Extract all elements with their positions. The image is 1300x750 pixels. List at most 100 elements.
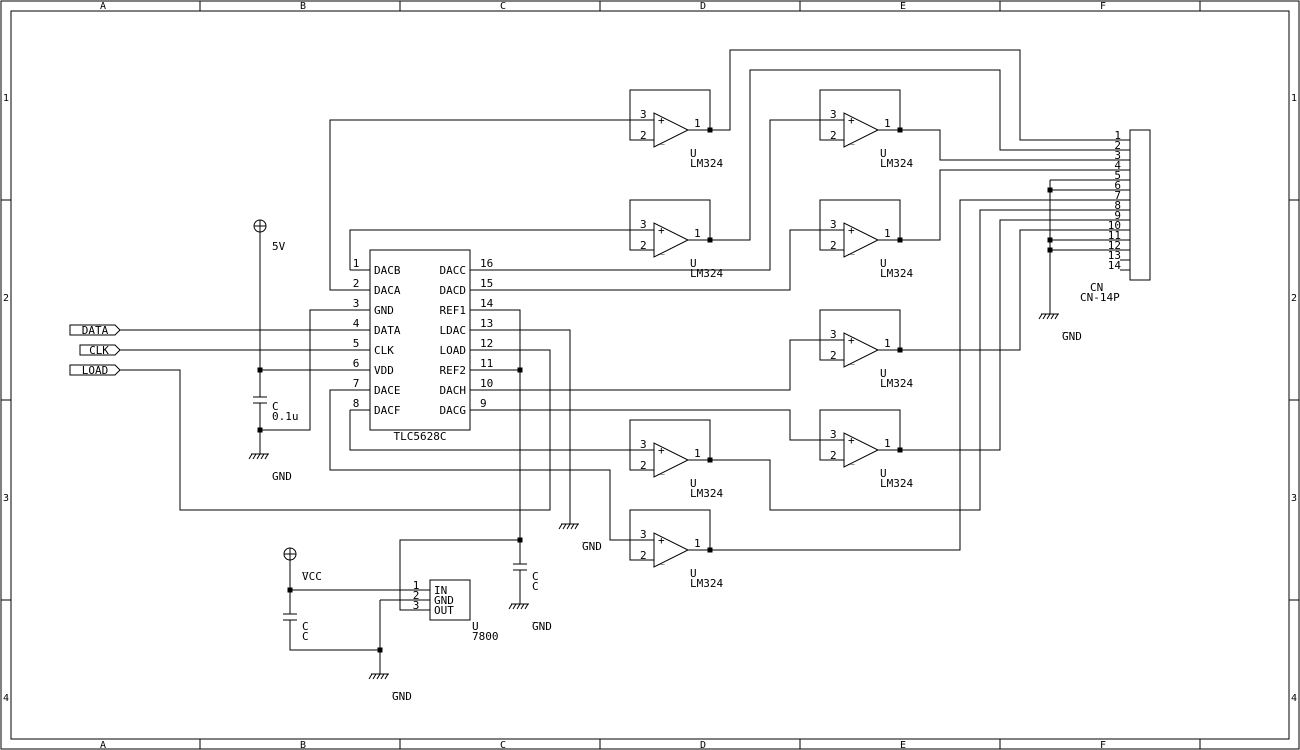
regulator-7800[interactable]: 1 2 3 IN GND OUT U 7800 — [410, 579, 499, 643]
row-label-right: 1 — [1291, 93, 1297, 104]
opamp-value: LM324 — [690, 157, 723, 170]
gnd-prefix: _ — [582, 530, 589, 543]
wires — [120, 49, 1130, 674]
gnd-prefix: _ — [1062, 320, 1069, 333]
cap-reference-value: C — [532, 580, 539, 593]
connector-ref: CN — [1090, 281, 1103, 294]
dac-pin-label: DACE — [374, 384, 401, 397]
port-data[interactable]: DATA — [69, 324, 121, 337]
opamp-value: LM324 — [880, 267, 913, 280]
opamp-pin-minus-number: 2 — [640, 549, 647, 562]
opamp-value: LM324 — [690, 267, 723, 280]
port-clk[interactable]: CLK — [79, 344, 121, 357]
dac-pin-number: 9 — [480, 397, 487, 410]
gnd-label-dac: GND — [272, 470, 292, 483]
opamp-plus-sign: + — [848, 224, 855, 237]
col-label-top: E — [900, 1, 906, 12]
connector-pin-number: 2 — [1114, 139, 1121, 152]
regulator-ref: U — [472, 620, 479, 633]
regulator-pin-label: OUT — [434, 604, 454, 617]
row-label-left: 1 — [3, 93, 9, 104]
regulator-pin-number: 1 — [413, 579, 420, 592]
opamp-pin-minus-number: 2 — [640, 459, 647, 472]
dac-body — [369, 249, 471, 431]
opamp-triangle — [843, 432, 880, 468]
col-label-bottom: C — [500, 740, 506, 750]
opamp-pin-plus-number: 3 — [640, 108, 647, 121]
port-load-label: LOAD — [82, 364, 109, 377]
supply-vcc: _ VCC — [283, 547, 322, 583]
dac-pin-label: REF2 — [440, 364, 467, 377]
opamp-output-pin-number: 1 — [694, 227, 701, 240]
dac-pin-number: 15 — [480, 277, 493, 290]
row-label-right: 2 — [1291, 293, 1297, 304]
dac-pin-number: 2 — [353, 277, 360, 290]
opamp-output-pin-number: 1 — [694, 537, 701, 550]
opamp-ref: U — [880, 367, 887, 380]
dac-pin-label: GND — [374, 304, 394, 317]
opamp-plus-sign: + — [658, 224, 665, 237]
connector-pin-number: 10 — [1108, 219, 1121, 232]
dac-pin-label: REF1 — [440, 304, 467, 317]
opamp-minus-sign: _ — [848, 452, 855, 465]
col-label-bottom: E — [900, 740, 906, 750]
dac-pin-label: DACA — [374, 284, 401, 297]
gnd-label-refcap: GND — [532, 620, 552, 633]
dac-pin-label: LOAD — [440, 344, 467, 357]
dac-pin-label: DATA — [374, 324, 401, 337]
connector-pin-number: 11 — [1108, 229, 1121, 242]
opamp-pin-minus-number: 2 — [830, 349, 837, 362]
dac-pin-number: 1 — [353, 257, 360, 270]
opamp-output-pin-number: 1 — [884, 227, 891, 240]
dac-tlc5628c[interactable]: 1 2 3 4 5 6 7 8 DACB DACA GND DATA CLK V… — [350, 249, 494, 443]
dac-pin-number: 11 — [480, 357, 493, 370]
opamp-pin-minus-number: 2 — [830, 449, 837, 462]
regulator-pin-number: 2 — [413, 589, 420, 602]
input-ports: DATA CLK LOAD — [69, 324, 121, 377]
connector-pin-number: 8 — [1114, 199, 1121, 212]
dac-pin-number: 16 — [480, 257, 493, 270]
port-load[interactable]: LOAD — [69, 364, 121, 377]
opamp-value: LM324 — [880, 377, 913, 390]
ground-icon — [1038, 313, 1059, 320]
cap-decoupling-ref: C — [272, 400, 279, 413]
gnd-prefix: _ — [392, 680, 399, 693]
ground-icon — [558, 523, 579, 530]
col-label-top: C — [500, 1, 506, 12]
opamp-pin-plus-number: 3 — [830, 328, 837, 341]
opamp-output-pin-number: 1 — [694, 447, 701, 460]
opamp-value: LM324 — [690, 577, 723, 590]
opamp-ref: U — [880, 147, 887, 160]
ground-icon — [368, 673, 389, 680]
opamp-minus-sign: _ — [658, 132, 665, 145]
opamp-pin-plus-number: 3 — [640, 218, 647, 231]
col-label-bottom: B — [300, 740, 306, 750]
col-label-top: A — [100, 1, 106, 12]
opamp-minus-sign: _ — [848, 242, 855, 255]
supply-5v: 5V — [253, 219, 286, 253]
opamp-value: LM324 — [690, 487, 723, 500]
dac-pin-number: 13 — [480, 317, 493, 330]
dac-part-name: TLC5628C — [394, 430, 447, 443]
dac-pin-label: DACD — [440, 284, 467, 297]
cap-decoupling-value: 0.1u — [272, 410, 299, 423]
ground-icon — [508, 603, 529, 610]
connector-pin-number: 1 — [1114, 129, 1121, 142]
opamp-pin-plus-number: 3 — [830, 428, 837, 441]
gnd-label-ldac: GND — [582, 540, 602, 553]
cap-vcc-value: C — [302, 630, 309, 643]
dac-pin-label: CLK — [374, 344, 394, 357]
col-label-top: D — [700, 1, 706, 12]
